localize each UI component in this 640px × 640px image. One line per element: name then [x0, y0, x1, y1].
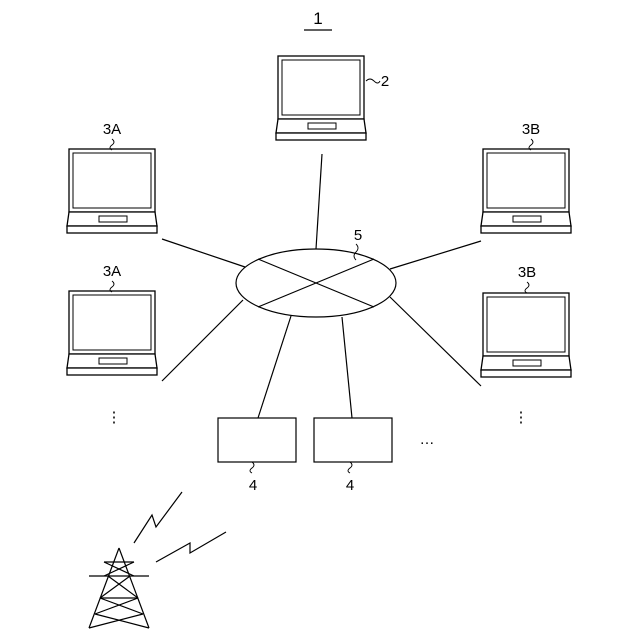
- device-box: [314, 418, 392, 462]
- computer-client-b-1: 3B: [481, 121, 571, 233]
- signal-bolt: [134, 492, 182, 543]
- device-leader-line: [250, 462, 254, 473]
- device-leader-line: [348, 462, 352, 473]
- link-device-1: [258, 316, 291, 418]
- network-leader-line: [354, 244, 358, 260]
- device-2: 4: [314, 418, 392, 494]
- network-label: 5: [354, 227, 362, 244]
- link-client-a-2: [162, 300, 243, 381]
- link-device-2: [342, 317, 352, 418]
- computer-leader-line: [525, 282, 529, 293]
- connection-lines: [162, 154, 481, 418]
- ellipsis-horizontal: …: [420, 431, 435, 448]
- computer-client-b-2: 3B: [481, 264, 571, 377]
- computer-client-a-2: 3A: [67, 263, 157, 375]
- wireless-signal-icon: [134, 492, 226, 562]
- link-client-a-1: [162, 239, 245, 267]
- device-label: 4: [346, 477, 354, 494]
- signal-bolt: [156, 532, 226, 562]
- computer-leader-line: [366, 79, 380, 83]
- link-server: [316, 154, 322, 249]
- ellipsis-vertical-right: ⋮: [514, 409, 529, 426]
- computer-label: 3A: [103, 121, 121, 138]
- transmission-tower-icon: [89, 548, 149, 628]
- computer-client-a-1: 3A: [67, 121, 157, 233]
- computer-server: 2: [276, 56, 389, 140]
- device-1: 4: [218, 418, 296, 494]
- ellipsis-vertical-left: ⋮: [107, 409, 122, 426]
- figure-number: 1: [313, 9, 322, 28]
- computer-label: 2: [381, 73, 389, 90]
- computer-label: 3B: [522, 121, 540, 138]
- computer-label: 3B: [518, 264, 536, 281]
- device-label: 4: [249, 477, 257, 494]
- link-client-b-1: [390, 241, 481, 269]
- device-box: [218, 418, 296, 462]
- link-client-b-2: [390, 297, 481, 386]
- computer-label: 3A: [103, 263, 121, 280]
